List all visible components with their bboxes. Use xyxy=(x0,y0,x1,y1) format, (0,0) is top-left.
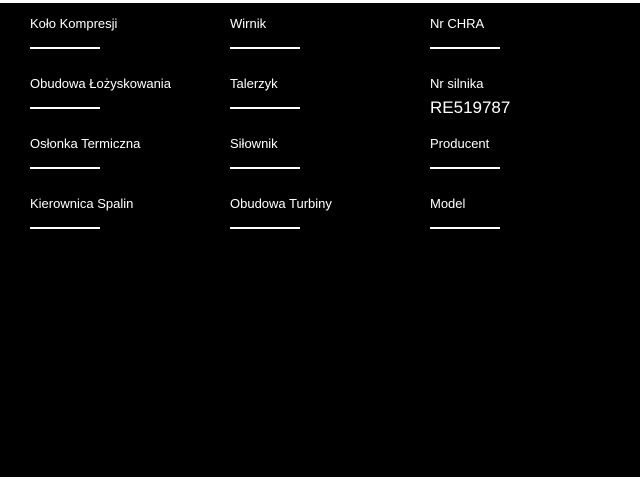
form-column-1: Koło Kompresji Obudowa Łożyskowania Osło… xyxy=(30,16,220,256)
field-talerzyk: Talerzyk xyxy=(230,76,420,136)
input-line-silownik[interactable] xyxy=(230,167,300,169)
field-label: Siłownik xyxy=(230,136,278,151)
field-label: Obudowa Turbiny xyxy=(230,196,332,211)
engine-number-value: RE519787 xyxy=(430,98,511,117)
input-line-model[interactable] xyxy=(430,227,500,229)
field-label: Nr silnika xyxy=(430,76,484,91)
input-line-oslonka-termiczna[interactable] xyxy=(30,167,100,169)
field-label: Wirnik xyxy=(230,16,267,31)
field-model: Model xyxy=(430,196,620,256)
input-line-kierownica-spalin[interactable] xyxy=(30,227,100,229)
input-line-obudowa-turbiny[interactable] xyxy=(230,227,300,229)
form-column-2: Wirnik Talerzyk Siłownik Obudowa Turbiny xyxy=(230,16,420,256)
field-producent: Producent xyxy=(430,136,620,196)
input-line-obudowa-lozyskowania[interactable] xyxy=(30,107,100,109)
field-label: Obudowa Łożyskowania xyxy=(30,76,171,91)
field-silownik: Siłownik xyxy=(230,136,420,196)
input-line-kolo-kompresji[interactable] xyxy=(30,47,100,49)
field-nr-chra: Nr CHRA xyxy=(430,16,620,76)
field-label: Model xyxy=(430,196,466,211)
field-kolo-kompresji: Koło Kompresji xyxy=(30,16,220,76)
top-border-line xyxy=(0,0,640,3)
field-oslonka-termiczna: Osłonka Termiczna xyxy=(30,136,220,196)
field-label: Nr CHRA xyxy=(430,16,485,31)
field-label: Koło Kompresji xyxy=(30,16,118,31)
field-kierownica-spalin: Kierownica Spalin xyxy=(30,196,220,256)
field-label: Talerzyk xyxy=(230,76,278,91)
input-line-wirnik[interactable] xyxy=(230,47,300,49)
input-line-producent[interactable] xyxy=(430,167,500,169)
field-label: Kierownica Spalin xyxy=(30,196,134,211)
field-label: Osłonka Termiczna xyxy=(30,136,141,151)
field-label: Producent xyxy=(430,136,490,151)
bottom-border-line xyxy=(0,477,640,480)
input-line-nr-chra[interactable] xyxy=(430,47,500,49)
input-line-talerzyk[interactable] xyxy=(230,107,300,109)
field-obudowa-turbiny: Obudowa Turbiny xyxy=(230,196,420,256)
field-nr-silnika: Nr silnika RE519787 xyxy=(430,76,620,136)
field-wirnik: Wirnik xyxy=(230,16,420,76)
field-obudowa-lozyskowania: Obudowa Łożyskowania xyxy=(30,76,220,136)
form-column-3: Nr CHRA Nr silnika RE519787 Producent Mo… xyxy=(430,16,620,256)
